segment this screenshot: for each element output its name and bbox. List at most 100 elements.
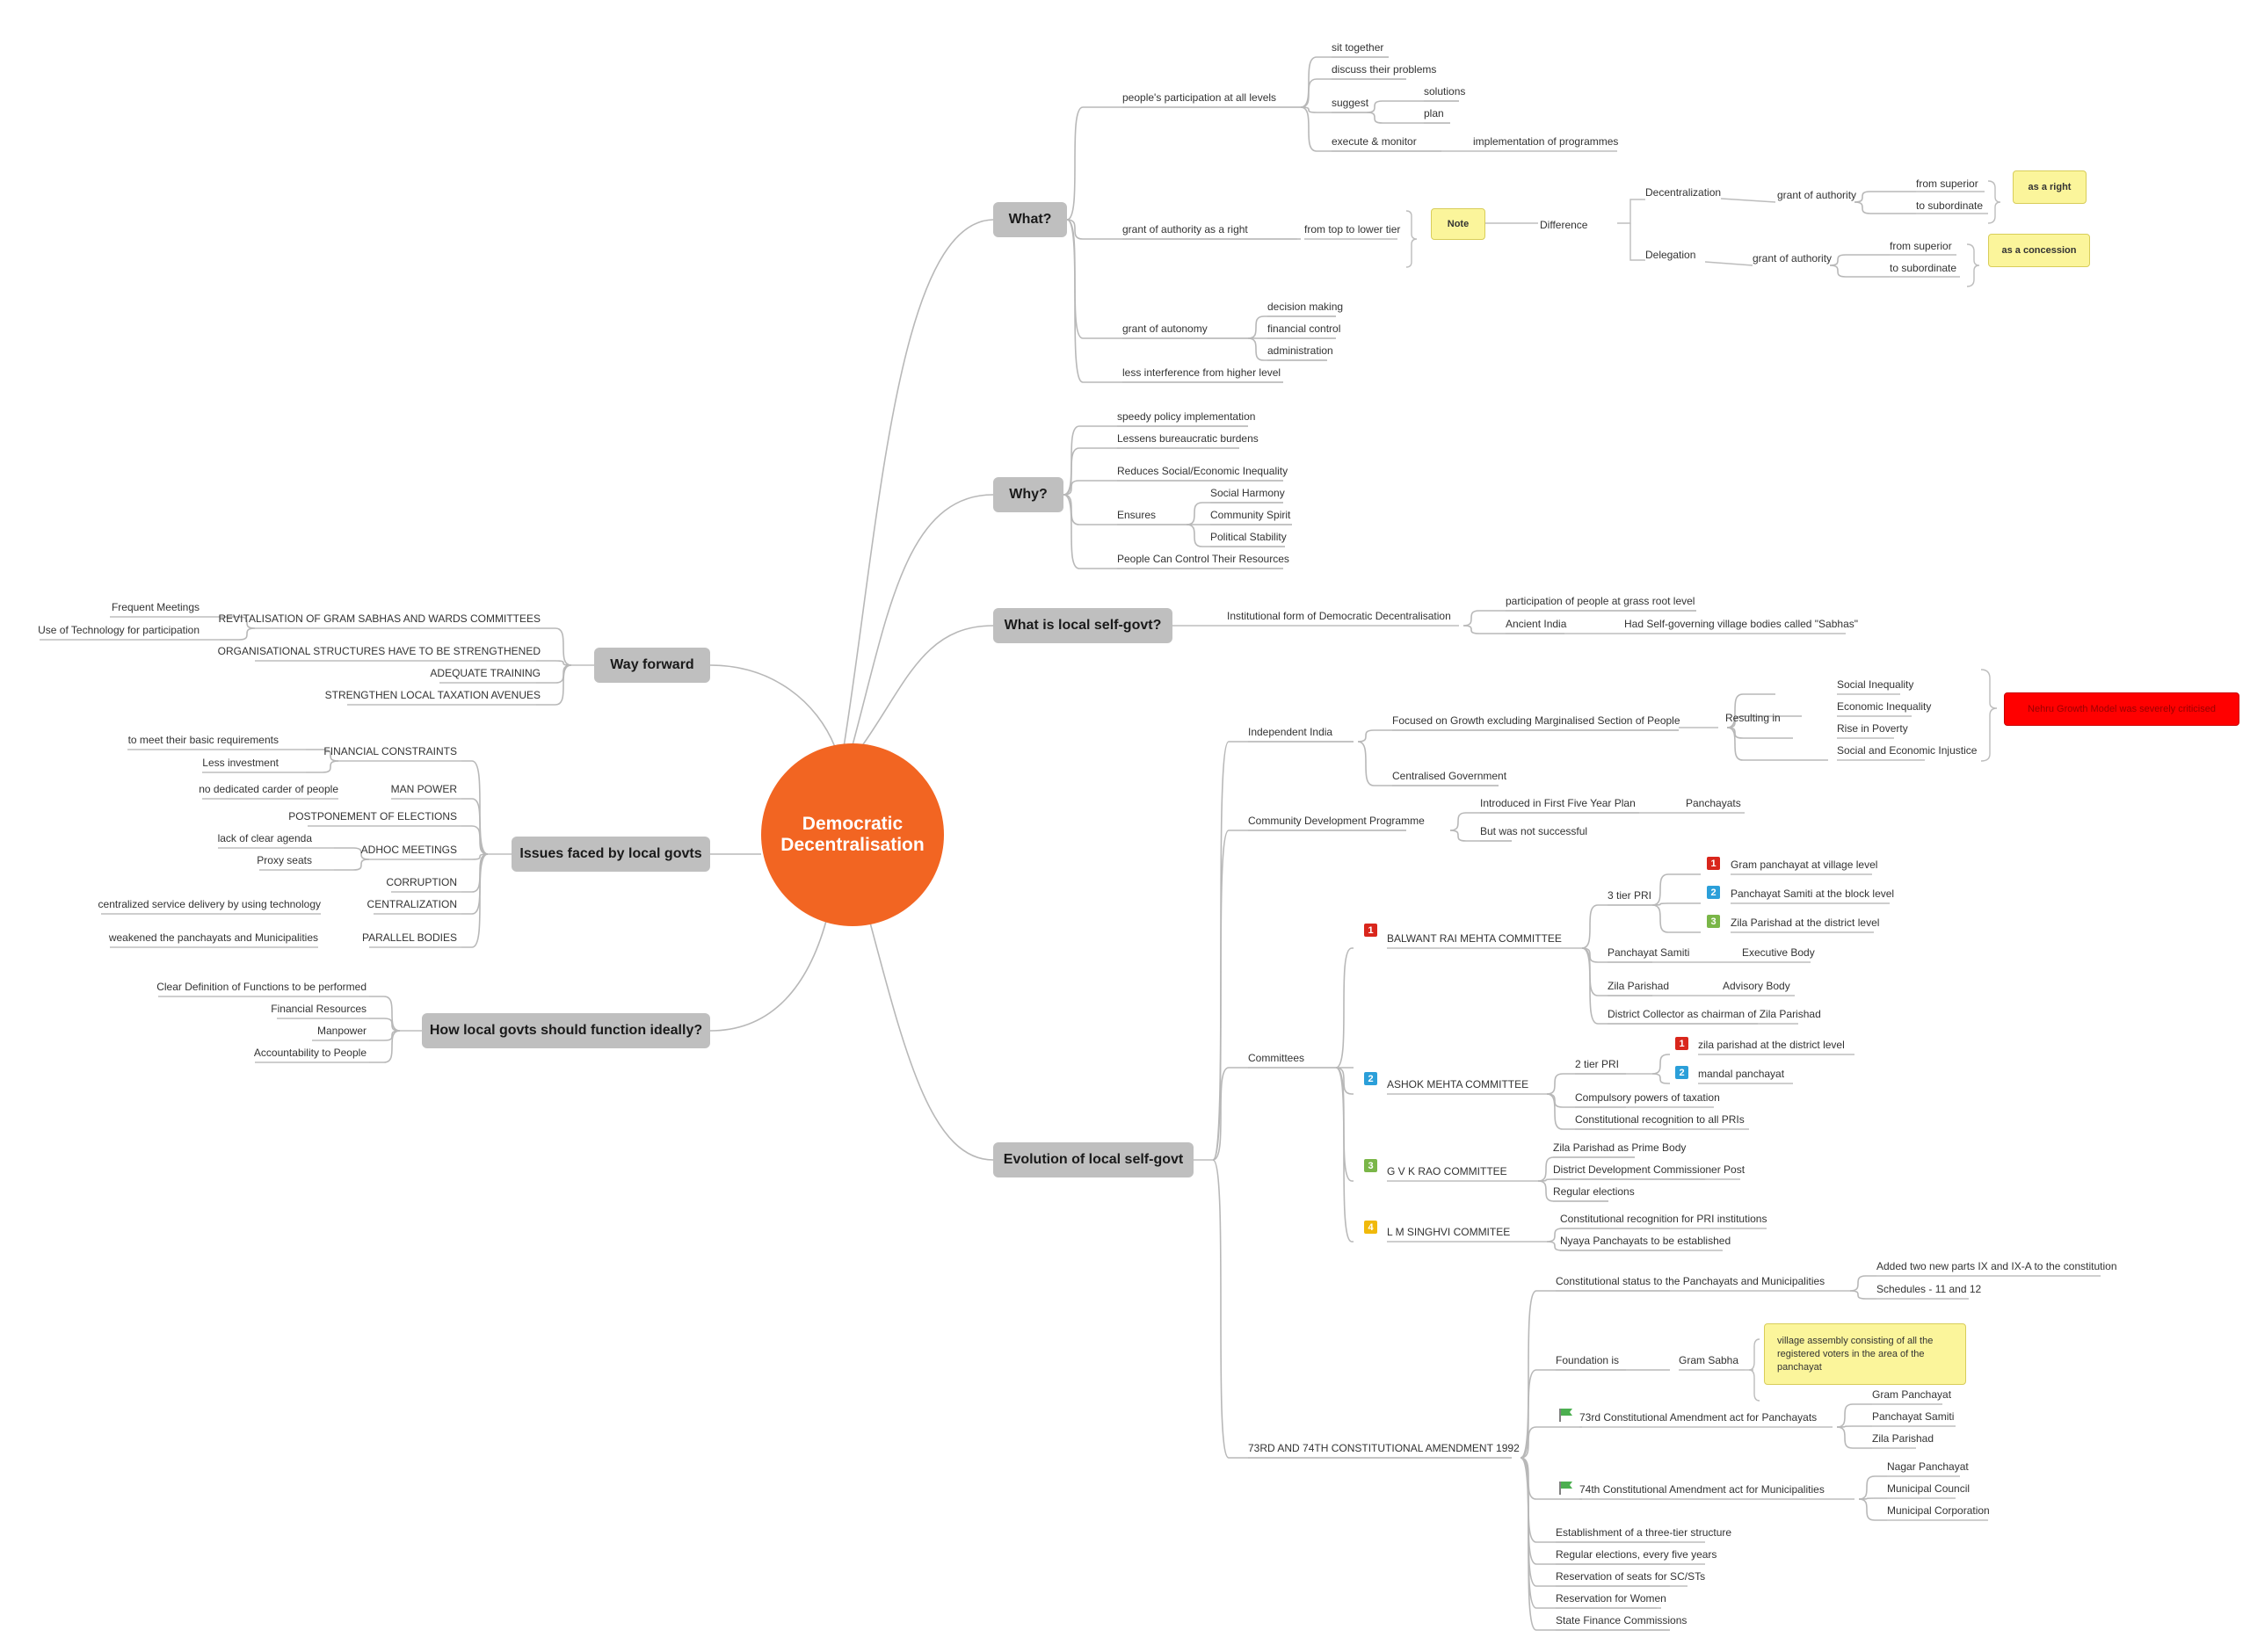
evo-zila-parishad-73[interactable]: Zila Parishad <box>1872 1432 1934 1445</box>
evo-injustice[interactable]: Social and Economic Injustice <box>1837 744 1978 757</box>
what-financial-control[interactable]: financial control <box>1267 322 1341 335</box>
evo-five-years[interactable]: Regular elections, every five years <box>1556 1548 1717 1561</box>
what-solutions[interactable]: solutions <box>1424 85 1466 98</box>
evo-zila-parishad-district[interactable]: Zila Parishad at the district level <box>1731 917 1880 929</box>
what-decentralization[interactable]: Decentralization <box>1645 186 1722 199</box>
evo-ps[interactable]: Panchayat Samiti <box>1608 946 1690 959</box>
what-grant-authority-2[interactable]: grant of authority <box>1753 252 1833 264</box>
what-decision-making[interactable]: decision making <box>1267 301 1344 313</box>
evo-panchayat-samiti-block[interactable]: Panchayat Samiti at the block level <box>1731 888 1895 900</box>
issues-carder[interactable]: no dedicated carder of people <box>199 783 338 795</box>
evo-focused-growth[interactable]: Focused on Growth excluding Marginalised… <box>1392 714 1680 727</box>
evo-73rd-act[interactable]: 73rd Constitutional Amendment act for Pa… <box>1579 1411 1818 1424</box>
evo-regular-elections[interactable]: Regular elections <box>1553 1185 1635 1198</box>
evo-74th-act[interactable]: 74th Constitutional Amendment act for Mu… <box>1579 1483 1825 1496</box>
why-harmony[interactable]: Social Harmony <box>1210 487 1285 499</box>
issues-agenda[interactable]: lack of clear agenda <box>217 832 312 844</box>
issues-manpower[interactable]: MAN POWER <box>390 783 457 795</box>
what-execute[interactable]: execute & monitor <box>1332 135 1417 148</box>
evo-3-tier-pri[interactable]: 3 tier PRI <box>1608 889 1652 902</box>
evo-reservation-women[interactable]: Reservation for Women <box>1556 1592 1666 1605</box>
evo-gram-sabha[interactable]: Gram Sabha <box>1679 1354 1739 1366</box>
what-implementation[interactable]: implementation of programmes <box>1473 135 1619 148</box>
issues-adhoc[interactable]: ADHOC MEETINGS <box>360 844 457 856</box>
way-frequent-meetings[interactable]: Frequent Meetings <box>111 601 200 613</box>
as-a-right-callout[interactable]: as a right <box>2013 170 2087 204</box>
what-delegation[interactable]: Delegation <box>1645 249 1696 261</box>
evo-independent-india[interactable]: Independent India <box>1248 726 1333 738</box>
what-top-lower[interactable]: from top to lower tier <box>1304 223 1401 235</box>
why-spirit[interactable]: Community Spirit <box>1210 509 1291 521</box>
evo-2-tier-pri[interactable]: 2 tier PRI <box>1575 1058 1620 1070</box>
what-plan[interactable]: plan <box>1424 107 1444 120</box>
evo-municipal-council[interactable]: Municipal Council <box>1887 1482 1971 1495</box>
evo-municipal-corporation[interactable]: Municipal Corporation <box>1887 1504 1990 1517</box>
evo-district-collector[interactable]: District Collector as chairman of Zila P… <box>1608 1008 1821 1020</box>
branch-what[interactable]: What? <box>993 202 1067 237</box>
evo-prime-body[interactable]: Zila Parishad as Prime Body <box>1553 1141 1687 1154</box>
branch-issues[interactable]: Issues faced by local govts <box>512 837 710 872</box>
what-to-subordinate-2[interactable]: to subordinate <box>1890 262 1957 274</box>
evo-gram-panchayat[interactable]: Gram panchayat at village level <box>1731 859 1878 871</box>
evo-gram-panchayat-73[interactable]: Gram Panchayat <box>1872 1388 1952 1401</box>
issues-postponement[interactable]: POSTPONEMENT OF ELECTIONS <box>288 810 457 822</box>
evo-three-tier[interactable]: Establishment of a three-tier structure <box>1556 1526 1732 1539</box>
evo-committees[interactable]: Committees <box>1248 1052 1305 1064</box>
evo-foundation[interactable]: Foundation is <box>1556 1354 1620 1366</box>
what-from-superior-1[interactable]: from superior <box>1916 178 1978 190</box>
issues-basic-requirements[interactable]: to meet their basic requirements <box>127 734 279 746</box>
evo-zp[interactable]: Zila Parishad <box>1608 980 1670 992</box>
evo-zila-parishad-2[interactable]: zila parishad at the district level <box>1698 1039 1845 1051</box>
what-autonomy[interactable]: grant of autonomy <box>1122 322 1208 335</box>
issues-delivery[interactable]: centralized service delivery by using te… <box>98 898 321 910</box>
way-organisational[interactable]: ORGANISATIONAL STRUCTURES HAVE TO BE STR… <box>217 645 541 657</box>
evo-nagar-panchayat[interactable]: Nagar Panchayat <box>1887 1460 1969 1473</box>
local-ancient-india[interactable]: Ancient India <box>1506 618 1567 630</box>
local-institutional[interactable]: Institutional form of Democratic Decentr… <box>1227 610 1451 622</box>
branch-what-is-local-self-govt[interactable]: What is local self-govt? <box>993 608 1172 643</box>
evo-lm-singhvi[interactable]: L M SINGHVI COMMITEE <box>1387 1226 1511 1238</box>
what-suggest[interactable]: suggest <box>1332 97 1369 109</box>
evo-ashok-mehta[interactable]: ASHOK MEHTA COMMITTEE <box>1387 1078 1529 1090</box>
issues-corruption[interactable]: CORRUPTION <box>386 876 457 888</box>
evo-panchayats[interactable]: Panchayats <box>1686 797 1741 809</box>
branch-ideal-functioning[interactable]: How local govts should function ideally? <box>422 1013 710 1048</box>
why-stability[interactable]: Political Stability <box>1210 531 1287 543</box>
evo-resulting-in[interactable]: Resulting in <box>1725 712 1781 724</box>
evo-cdp[interactable]: Community Development Programme <box>1248 815 1425 827</box>
way-revitalisation[interactable]: REVITALISATION OF GRAM SABHAS AND WARDS … <box>218 612 541 625</box>
branch-why[interactable]: Why? <box>993 477 1063 512</box>
what-participation[interactable]: people's participation at all levels <box>1122 91 1277 104</box>
what-from-superior-2[interactable]: from superior <box>1890 240 1952 252</box>
what-administration[interactable]: administration <box>1267 344 1333 357</box>
evo-constitutional-status[interactable]: Constitutional status to the Panchayats … <box>1556 1275 1825 1287</box>
evo-sfc[interactable]: State Finance Commissions <box>1556 1614 1688 1627</box>
what-less-interference[interactable]: less interference from higher level <box>1122 366 1281 379</box>
evo-advisory-body[interactable]: Advisory Body <box>1723 980 1790 992</box>
evo-not-successful[interactable]: But was not successful <box>1480 825 1588 837</box>
way-taxation[interactable]: STRENGTHEN LOCAL TAXATION AVENUES <box>324 689 541 701</box>
issues-financial[interactable]: FINANCIAL CONSTRAINTS <box>323 745 457 757</box>
evo-added-parts[interactable]: Added two new parts IX and IX-A to the c… <box>1876 1260 2117 1272</box>
evo-executive-body[interactable]: Executive Body <box>1742 946 1815 959</box>
evo-centralised[interactable]: Centralised Government <box>1392 770 1507 782</box>
evo-economic-inequality[interactable]: Economic Inequality <box>1837 700 1932 713</box>
local-grass-root[interactable]: participation of people at grass root le… <box>1506 595 1695 607</box>
branch-evolution[interactable]: Evolution of local self-govt <box>993 1142 1194 1177</box>
way-training[interactable]: ADEQUATE TRAINING <box>430 667 541 679</box>
evo-recognition-all[interactable]: Constitutional recognition to all PRIs <box>1575 1113 1745 1126</box>
evo-recognition-pri[interactable]: Constitutional recognition for PRI insti… <box>1560 1213 1767 1225</box>
evo-mandal-panchayat[interactable]: mandal panchayat <box>1698 1068 1785 1080</box>
gram-sabha-callout[interactable]: village assembly consisting of all the r… <box>1764 1323 1966 1385</box>
note-callout[interactable]: Note <box>1431 208 1485 240</box>
why-reduces[interactable]: Reduces Social/Economic Inequality <box>1117 465 1288 477</box>
evo-73-74-amendment[interactable]: 73RD AND 74TH CONSTITUTIONAL AMENDMENT 1… <box>1248 1442 1520 1454</box>
as-a-concession-callout[interactable]: as a concession <box>1988 234 2090 267</box>
ideal-financial-resources[interactable]: Financial Resources <box>271 1003 367 1015</box>
evo-nyaya-panchayats[interactable]: Nyaya Panchayats to be established <box>1560 1235 1731 1247</box>
issues-weakened[interactable]: weakened the panchayats and Municipaliti… <box>108 931 318 944</box>
evo-panchayat-samiti-73[interactable]: Panchayat Samiti <box>1872 1410 1955 1423</box>
evo-schedules[interactable]: Schedules - 11 and 12 <box>1876 1283 1982 1295</box>
issues-less-investment[interactable]: Less investment <box>202 757 279 769</box>
what-grant-authority-1[interactable]: grant of authority <box>1777 189 1857 201</box>
